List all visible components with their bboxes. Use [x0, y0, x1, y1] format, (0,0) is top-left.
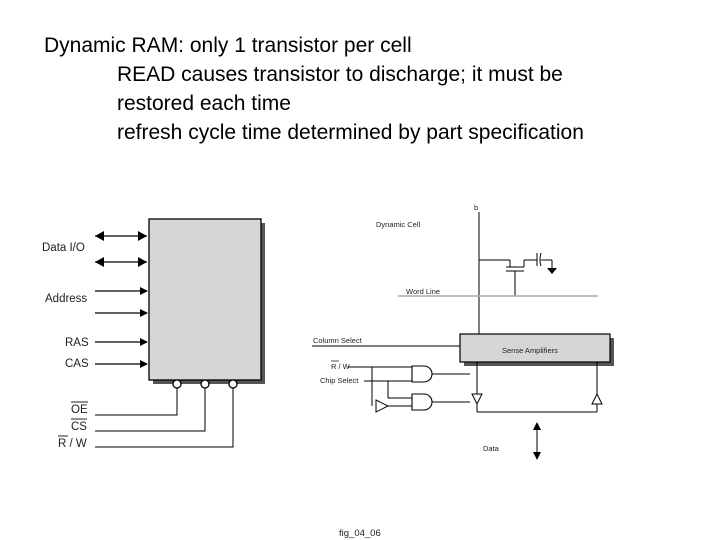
label-bit-line: b — [474, 203, 478, 212]
label-column-select: Column Select — [313, 336, 363, 345]
and-gate-read — [411, 365, 470, 383]
gating-wires — [348, 366, 414, 413]
label-address: Address — [45, 293, 87, 305]
bullet-read-discharge: READ causes transistor to discharge; it … — [117, 63, 563, 86]
label-cs: CS — [71, 421, 87, 433]
data-line — [533, 422, 541, 460]
label-oe: OE — [71, 404, 88, 416]
label-circuit-rw: R / W — [331, 362, 351, 371]
and-gate-write — [411, 393, 470, 411]
label-ras: RAS — [65, 337, 89, 349]
data-io-arrows — [95, 231, 147, 267]
label-data-io: Data I/O — [42, 242, 85, 254]
label-rw: R / W — [58, 438, 87, 450]
dram-chip-block — [148, 218, 265, 384]
read-buffer — [471, 362, 483, 412]
label-chip-select: Chip Select — [320, 376, 359, 385]
control-lines — [95, 379, 238, 448]
label-data: Data — [483, 444, 500, 453]
figure-caption: fig_04_06 — [339, 528, 381, 539]
write-buffer — [477, 362, 603, 413]
label-sense-amplifiers: Sense Amplifiers — [502, 346, 558, 355]
label-cas: CAS — [65, 358, 89, 370]
bullet-refresh: refresh cycle time determined by part sp… — [117, 121, 584, 144]
sense-amplifiers-block — [459, 333, 614, 366]
label-dynamic-cell: Dynamic Cell — [376, 220, 421, 229]
slide-title: Dynamic RAM: only 1 transistor per cell — [44, 34, 412, 57]
label-word-line: Word Line — [406, 287, 440, 296]
address-arrows — [95, 287, 148, 317]
dynamic-cell — [479, 252, 557, 296]
bullet-restored: restored each time — [117, 92, 291, 115]
